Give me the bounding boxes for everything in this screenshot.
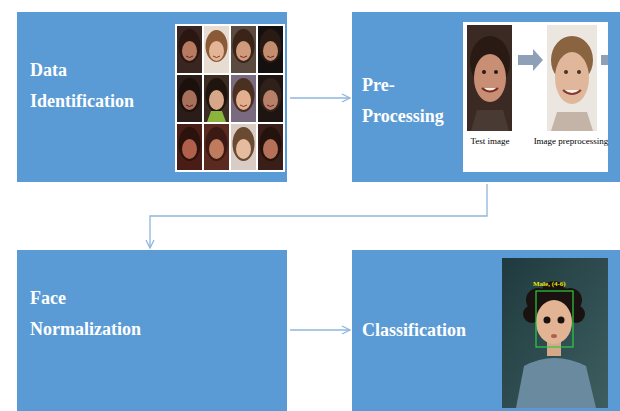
classified-photo bbox=[502, 258, 608, 408]
box-title: Pre- Processing bbox=[362, 70, 457, 131]
flow-arrow bbox=[150, 184, 487, 248]
process-box: Classification bbox=[352, 250, 620, 411]
flow-arrow bbox=[290, 329, 350, 330]
face-grid-picture bbox=[175, 24, 285, 172]
detection-box bbox=[536, 291, 573, 347]
box-title: Data Identification bbox=[30, 55, 170, 116]
preprocessing-picture bbox=[463, 22, 608, 172]
flow-arrow bbox=[290, 97, 350, 98]
process-box: Face Normalization bbox=[17, 250, 287, 411]
process-arrow bbox=[601, 55, 608, 65]
box-title: Classification bbox=[362, 315, 502, 346]
box-title: Face Normalization bbox=[30, 283, 165, 344]
process-box: Data Identification bbox=[17, 12, 287, 182]
processed-photo bbox=[547, 25, 597, 131]
process-arrow bbox=[518, 49, 543, 71]
process-box: Pre- Processing bbox=[352, 12, 620, 182]
test-photo bbox=[467, 25, 512, 131]
